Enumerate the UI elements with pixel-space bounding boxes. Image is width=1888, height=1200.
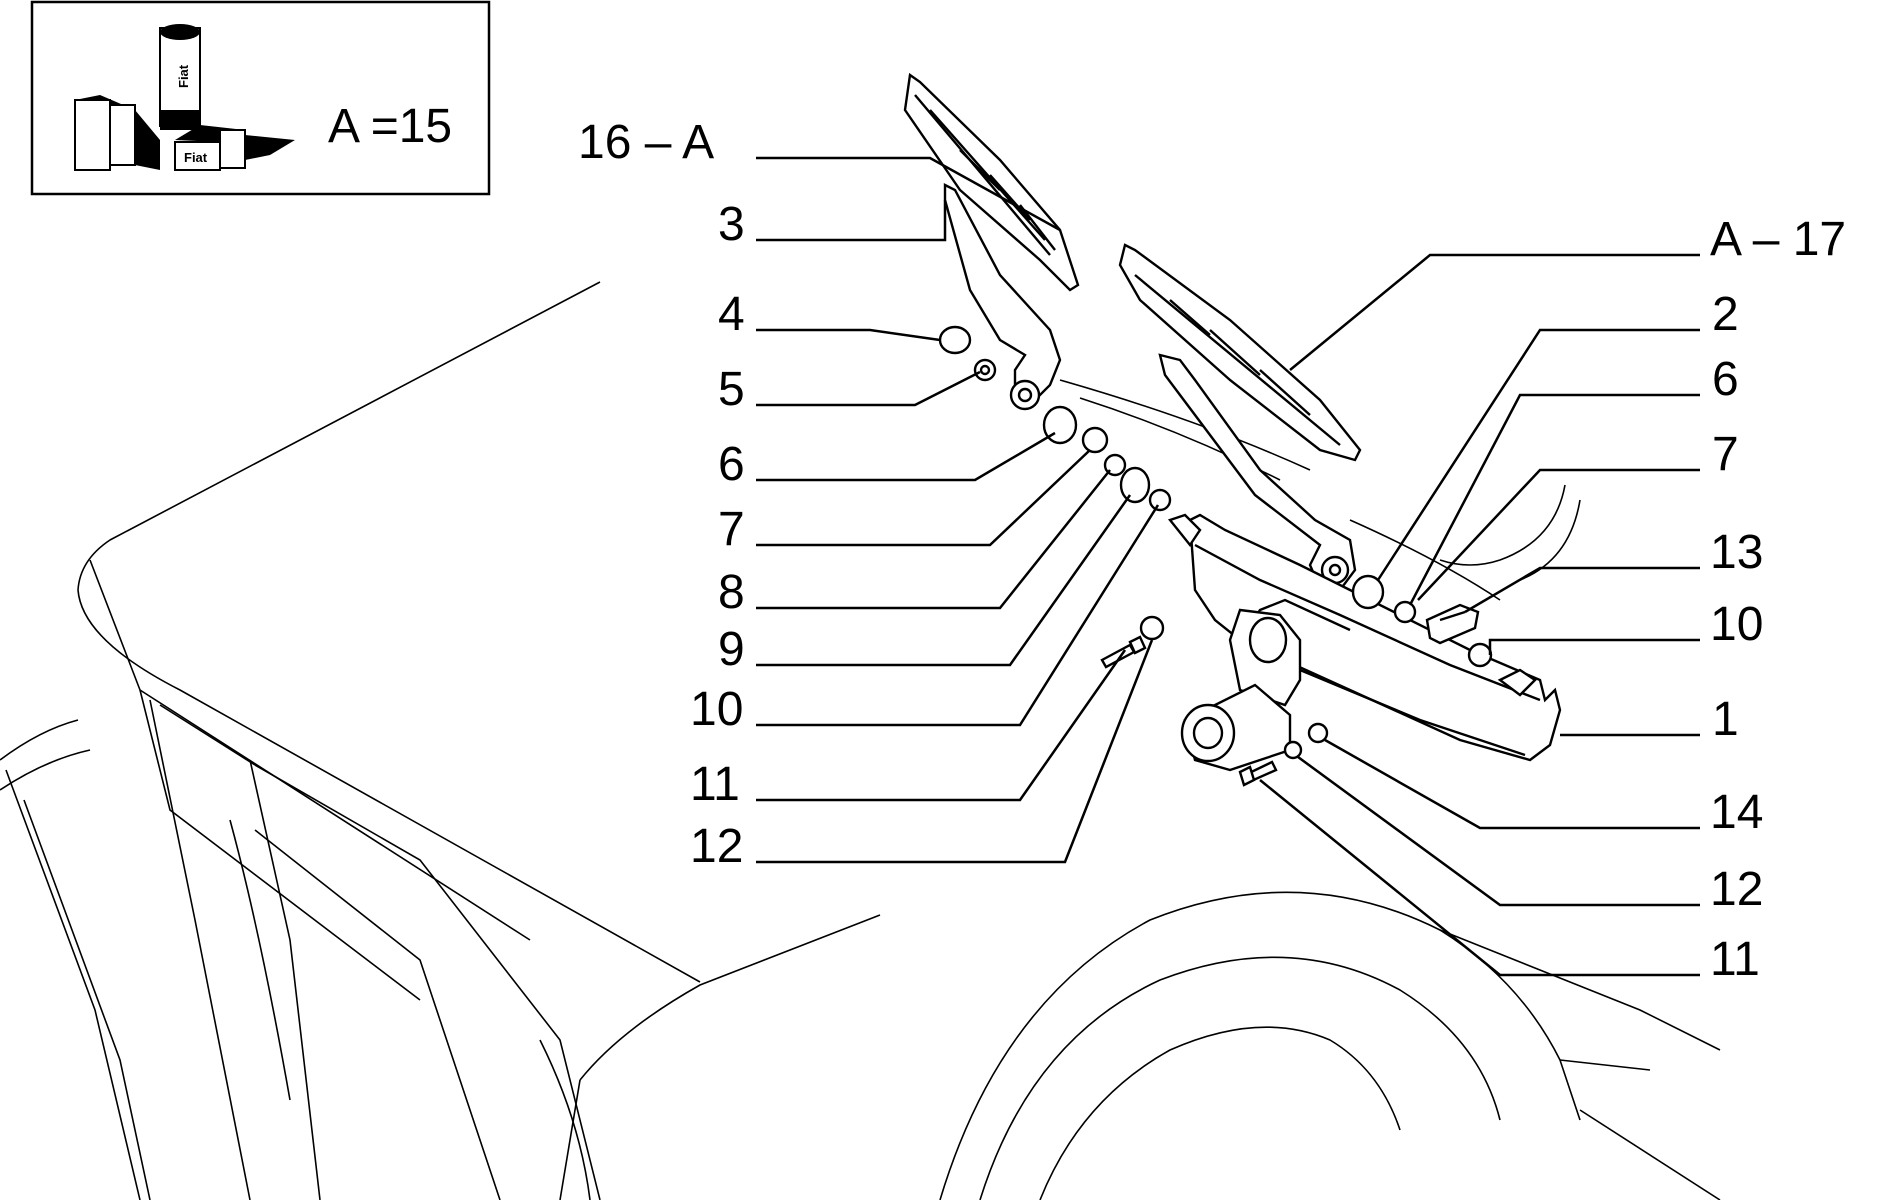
lubricant-inset: Fiat Fiat A =15 — [30, 0, 491, 196]
part-9-bushing — [1119, 466, 1151, 504]
lubricant-can-icon: Fiat — [159, 24, 201, 130]
part-11-bolt-right — [1238, 760, 1278, 787]
wiper-motor — [1180, 683, 1292, 772]
callout-3: 3 — [718, 198, 745, 251]
callout-12-left: 12 — [690, 820, 743, 873]
leader-lines — [756, 156, 1700, 977]
callout-14: 14 — [1710, 786, 1763, 839]
part-7-nut-right — [1393, 600, 1417, 624]
part-12-washer-left — [1139, 615, 1165, 641]
car-body-outline — [0, 281, 1721, 1200]
part-5-nut — [973, 358, 997, 382]
callout-5: 5 — [718, 363, 745, 416]
callout-6-left: 6 — [718, 438, 745, 491]
callout-10-right: 10 — [1710, 598, 1763, 651]
part-4-cap — [938, 325, 972, 355]
callout-7-left: 7 — [718, 503, 745, 556]
callout-4: 4 — [718, 288, 745, 341]
callout-11-right: 11 — [1710, 933, 1760, 986]
part-11-bolt-left — [1100, 635, 1147, 669]
part-12-washer-right — [1283, 740, 1303, 760]
right-wiper-arm — [1158, 353, 1357, 592]
part-7-nut-left — [1081, 426, 1109, 454]
lubricant-box-icon — [74, 95, 160, 171]
part-14-nut — [1307, 722, 1329, 744]
part-1-wiper-linkage — [1167, 513, 1562, 762]
callout-12-right: 12 — [1710, 863, 1763, 916]
part-10-washer-right — [1467, 642, 1493, 668]
callout-13: 13 — [1710, 526, 1763, 579]
callout-7-right: 7 — [1712, 428, 1739, 481]
inset-frame — [30, 0, 491, 196]
box-label: Fiat — [184, 150, 208, 165]
callout-9: 9 — [718, 623, 745, 676]
lubricant-small-box-icon: Fiat — [174, 125, 295, 171]
callout-10-left: 10 — [690, 683, 743, 736]
part-13-clip — [1425, 603, 1480, 645]
left-wiper-blade — [903, 72, 1080, 292]
callout-a-17: A – 17 — [1710, 213, 1846, 266]
left-wiper-arm — [943, 183, 1062, 411]
inset-label: A =15 — [328, 100, 452, 153]
wiper-parts — [903, 72, 1562, 787]
right-wiper-blade — [1118, 243, 1362, 462]
callout-2: 2 — [1712, 288, 1739, 341]
callout-11-left: 11 — [690, 758, 740, 811]
part-6-bushing-right — [1351, 574, 1385, 610]
callout-6-right: 6 — [1712, 353, 1739, 406]
callout-16-a: 16 – A — [578, 116, 714, 169]
part-10-washer-left — [1148, 488, 1172, 512]
callout-1: 1 — [1712, 693, 1739, 746]
callout-8: 8 — [718, 566, 745, 619]
part-5-nut-hole — [979, 364, 991, 376]
callout-labels: 16 – A 3 4 5 6 7 8 9 10 11 12 A – 17 2 6… — [578, 116, 1846, 986]
can-label: Fiat — [176, 64, 191, 88]
